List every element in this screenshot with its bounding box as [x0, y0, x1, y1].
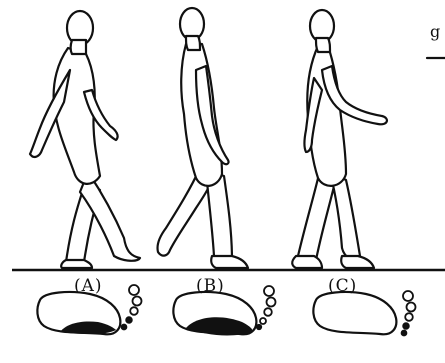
panel-label-c: (C) [328, 276, 357, 296]
walking-figure-c [292, 10, 387, 268]
panel-label-a: (A) [74, 276, 103, 296]
panel-label-b: (B) [196, 276, 225, 296]
walking-figure-b [157, 8, 248, 268]
walking-figure-a [30, 11, 140, 268]
footprint-c [313, 291, 415, 336]
